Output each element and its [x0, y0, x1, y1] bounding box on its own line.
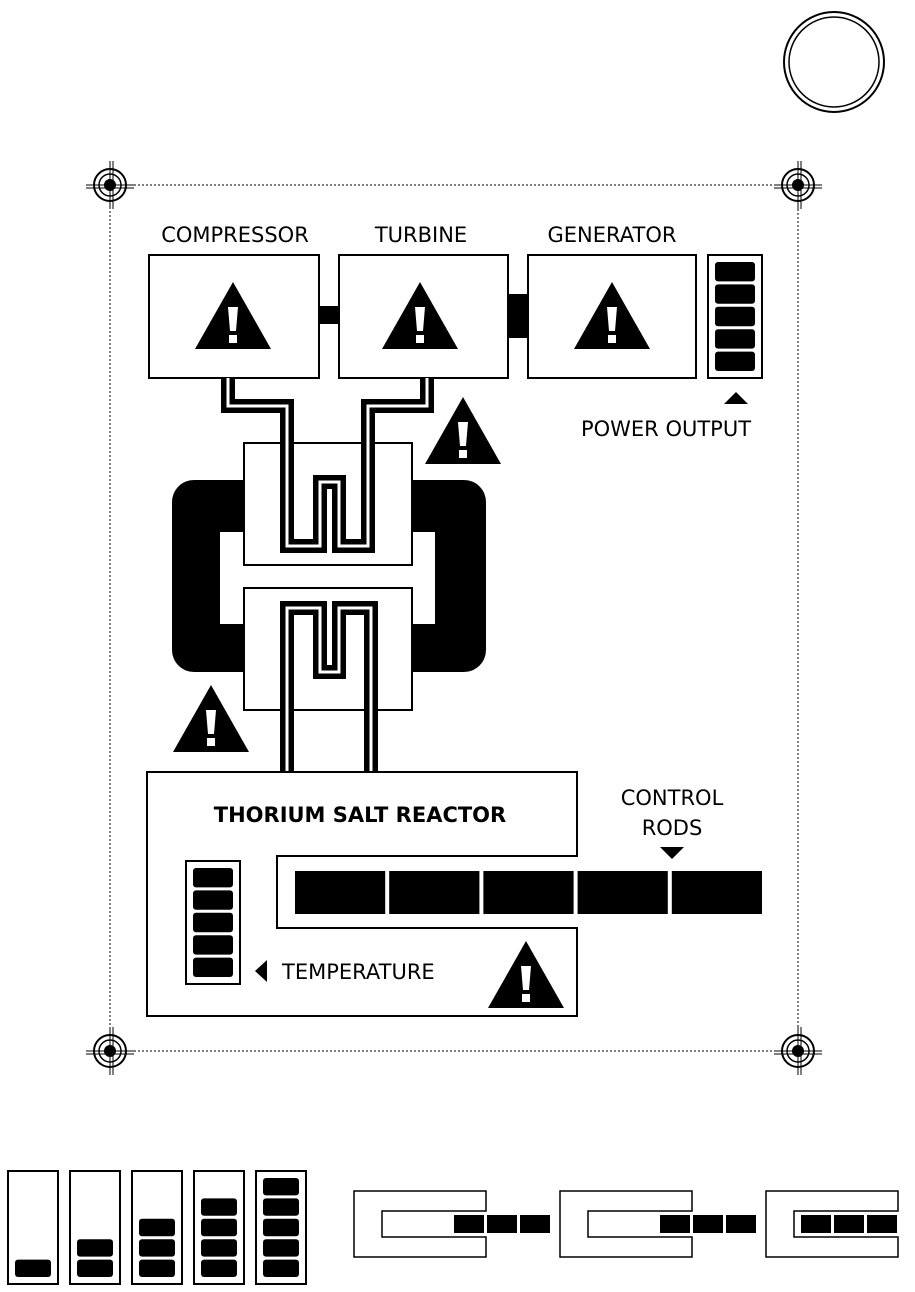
gauge-cell: [715, 262, 755, 282]
gauge-cell: [263, 1218, 299, 1237]
gauge-cell: [263, 1259, 299, 1277]
gauge-cell: [263, 1178, 299, 1196]
gauge-level-sprites: [7, 1170, 307, 1285]
lower-loop-pipe: [280, 601, 378, 772]
gauge-cell: [193, 890, 233, 910]
control-rod-sprite-segment: [726, 1215, 756, 1233]
control-rod-sprite-segment: [693, 1215, 723, 1233]
gauge-sprite: [69, 1170, 121, 1285]
control-rod-sprite-segment: [867, 1215, 897, 1233]
gauge-cell: [139, 1259, 175, 1277]
gauge-cell: [715, 329, 755, 349]
control-rods-label-line1: CONTROL: [621, 786, 724, 810]
turbine-generator-shaft: [506, 294, 530, 338]
target-mark-icon: [773, 1026, 823, 1076]
control-rod-sprite-segment: [801, 1215, 831, 1233]
gauge-cell: [139, 1218, 175, 1237]
control-rod-sprite-segment: [660, 1215, 690, 1233]
target-mark-icon: [85, 1026, 135, 1076]
power-output-gauge: [707, 254, 763, 379]
heat-exchanger-warning-icon: [425, 397, 501, 464]
reactor-label: THORIUM SALT REACTOR: [214, 803, 506, 827]
circle-mark-icon: [783, 11, 885, 113]
turbine-label: TURBINE: [374, 223, 467, 247]
control-rod-segment: [295, 871, 386, 914]
gauge-cell: [77, 1259, 113, 1277]
control-rod-sprite: [765, 1190, 899, 1258]
left-arrow-icon: [255, 960, 267, 982]
gauge-cell: [139, 1239, 175, 1257]
gauge-cell: [715, 306, 755, 327]
compressor-turbine-shaft: [318, 306, 342, 324]
control-rod-sprite-segment: [487, 1215, 517, 1233]
gauge-cell: [201, 1239, 237, 1257]
up-arrow-icon: [724, 392, 748, 404]
control-rod-sprite: [559, 1190, 756, 1258]
control-rods-label-line2: RODS: [642, 816, 703, 840]
control-rod-segment: [483, 871, 574, 914]
lower-heat-exchanger: [243, 587, 413, 711]
gauge-sprite: [7, 1170, 59, 1285]
gauge-cell: [263, 1198, 299, 1216]
gauge-cell: [715, 351, 755, 371]
control-rods-channel: [276, 855, 577, 929]
gauge-cell: [263, 1239, 299, 1257]
gauge-cell: [193, 868, 233, 888]
gauge-cell: [15, 1259, 51, 1277]
control-rod-segment: [389, 871, 480, 914]
gauge-sprite: [255, 1170, 307, 1285]
gauge-cell: [193, 935, 233, 955]
control-rod-sprite-segment: [834, 1215, 864, 1233]
gauge-sprite: [193, 1170, 245, 1285]
compressor-label: COMPRESSOR: [161, 223, 309, 247]
target-mark-icon: [85, 160, 135, 210]
control-rod-sprite-segment: [520, 1215, 550, 1233]
control-rod-segment: [671, 871, 762, 914]
target-mark-icon: [773, 160, 823, 210]
gauge-cell: [201, 1218, 237, 1237]
power-output-label: POWER OUTPUT: [581, 417, 751, 441]
gauge-cell: [193, 912, 233, 933]
temperature-label: TEMPERATURE: [281, 960, 435, 984]
dotted-frame: [109, 184, 799, 1052]
control-rods-bar[interactable]: [295, 871, 762, 914]
down-arrow-icon: [660, 847, 684, 859]
gauge-cell: [201, 1198, 237, 1216]
upper-heat-exchanger: [243, 442, 413, 566]
gauge-sprite: [131, 1170, 183, 1285]
gauge-cell: [193, 957, 233, 977]
control-rod-segment: [577, 871, 668, 914]
gauge-cell: [715, 284, 755, 304]
control-rod-sprites: [353, 1190, 899, 1258]
gauge-cell: [201, 1259, 237, 1277]
pipe-warning-icon: [173, 685, 249, 752]
upper-loop-pipe: [221, 378, 434, 553]
temperature-gauge: [185, 860, 241, 985]
control-rod-sprite: [353, 1190, 550, 1258]
control-rod-sprite-segment: [454, 1215, 484, 1233]
generator-label: GENERATOR: [548, 223, 677, 247]
gauge-cell: [77, 1239, 113, 1257]
